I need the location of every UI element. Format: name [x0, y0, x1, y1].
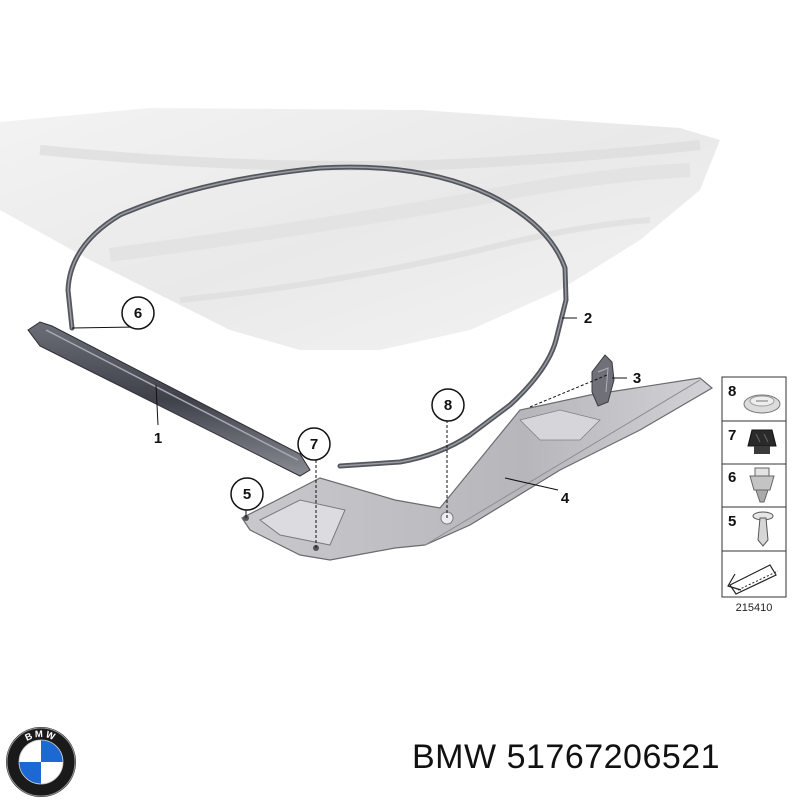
bmw-logo: BMW [6, 727, 76, 797]
brand-name: BMW [412, 738, 497, 776]
svg-text:6: 6 [134, 305, 142, 322]
svg-text:7: 7 [310, 436, 318, 453]
callout-8: 8 [431, 388, 465, 422]
svg-text:5: 5 [728, 513, 736, 530]
legend-item-5: 5 [728, 511, 774, 547]
legend-item-7: 7 [728, 427, 777, 454]
hood-seal [65, 164, 569, 469]
callout-1: 1 [154, 430, 162, 447]
svg-text:2: 2 [584, 310, 592, 327]
svg-text:1: 1 [154, 430, 162, 447]
lower-trim-panel [241, 377, 714, 561]
hood-panel [0, 108, 720, 350]
fastener-legend: 8 7 6 5 215410 [721, 376, 787, 614]
legend-item-8: 8 [728, 383, 781, 414]
callout-4: 4 [561, 490, 570, 507]
callout-5: 5 [230, 477, 264, 511]
callout-6: 6 [121, 296, 155, 330]
callout-2: 2 [584, 310, 592, 327]
logo-lettering: BMW [24, 729, 57, 744]
leader-3 [529, 374, 608, 408]
svg-text:4: 4 [561, 490, 570, 507]
drawing-number: 215410 [736, 602, 773, 614]
callout-7: 7 [297, 427, 331, 461]
svg-text:5: 5 [243, 486, 251, 503]
svg-text:8: 8 [728, 383, 736, 400]
svg-text:6: 6 [728, 469, 736, 486]
svg-text:BMW: BMW [24, 729, 59, 744]
leader-4 [504, 477, 559, 491]
orientation-arrow-icon [727, 564, 779, 595]
leader-6 [71, 326, 138, 329]
svg-text:8: 8 [444, 397, 452, 414]
bracket-part [591, 354, 615, 407]
legend-item-6: 6 [728, 467, 775, 503]
svg-text:3: 3 [633, 370, 641, 387]
leader-1 [155, 384, 159, 426]
part-number: 51767206521 [506, 738, 721, 776]
svg-text:7: 7 [728, 427, 736, 444]
callout-3: 3 [633, 370, 641, 387]
side-trim-strip [27, 321, 311, 477]
